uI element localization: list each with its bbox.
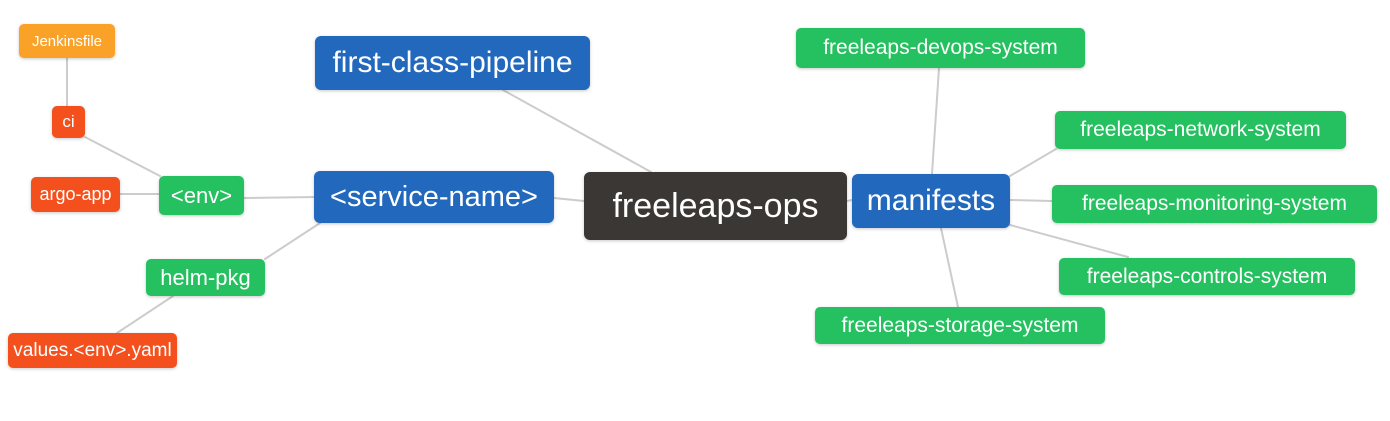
node-first-class-pipeline[interactable]: first-class-pipeline <box>315 36 590 90</box>
edge-manifests-network <box>1009 148 1057 177</box>
edge-manifests-controls <box>1009 224 1129 258</box>
node-freeleaps-network-system[interactable]: freeleaps-network-system <box>1055 111 1346 149</box>
node-values-env-yaml[interactable]: values.<env>.yaml <box>8 333 177 368</box>
edge-manifests-devops <box>931 67 940 175</box>
node-argo-app[interactable]: argo-app <box>31 177 120 212</box>
node-freeleaps-monitoring-system[interactable]: freeleaps-monitoring-system <box>1052 185 1377 223</box>
node-ci[interactable]: ci <box>52 106 85 138</box>
edge-env-servicename <box>243 196 317 199</box>
node-freeleaps-devops-system[interactable]: freeleaps-devops-system <box>796 28 1085 68</box>
node-jenkinsfile[interactable]: Jenkinsfile <box>19 24 115 58</box>
node-freeleaps-storage-system[interactable]: freeleaps-storage-system <box>815 307 1105 344</box>
node-freeleaps-controls-system[interactable]: freeleaps-controls-system <box>1059 258 1355 295</box>
edge-manifests-storage <box>940 227 959 308</box>
node-service-name[interactable]: <service-name> <box>314 171 554 223</box>
edge-ci-env <box>84 136 161 177</box>
node-env[interactable]: <env> <box>159 176 244 215</box>
edge-pipeline-root <box>502 89 652 173</box>
node-helm-pkg[interactable]: helm-pkg <box>146 259 265 296</box>
edge-values-helmpkg <box>116 295 174 334</box>
edge-servicename-root <box>553 197 585 202</box>
edge-manifests-monitoring <box>1009 199 1053 202</box>
edge-helmpkg-servicename <box>264 222 321 260</box>
node-manifests[interactable]: manifests <box>852 174 1010 228</box>
node-freeleaps-ops-root[interactable]: freeleaps-ops <box>584 172 847 240</box>
